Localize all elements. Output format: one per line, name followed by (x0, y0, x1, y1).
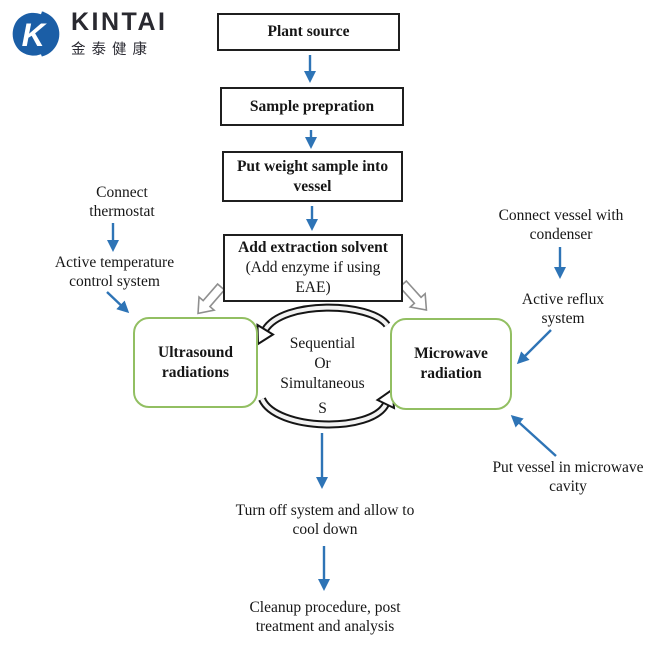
cycle-arc-top (261, 303, 391, 333)
node-add-solvent: Add extraction solvent (Add enzyme if us… (223, 234, 403, 302)
cycle-mode-line3: Simultaneous (280, 375, 365, 393)
brand-text-block: KINTAI 金泰健康 (71, 9, 167, 59)
node-add-solvent-main: Add extraction solvent (238, 238, 388, 256)
node-microwave-label: Microwave radiation (414, 345, 488, 382)
cycle-mode-line2: Or (314, 355, 331, 373)
cycle-mode-text: Sequential Or Simultaneous (262, 334, 383, 394)
annotation-active-temperature: Active temperature control system (54, 254, 175, 291)
node-sample-preparation-label: Sample prepration (249, 97, 375, 115)
node-ultrasound-label: Ultrasound radiations (158, 343, 233, 381)
arrow-activetemp-to-ultrasound (106, 291, 130, 314)
node-plant-source-label: Plant source (267, 23, 350, 41)
cycle-arc-top-inner (263, 305, 389, 332)
node-sample-preparation: Sample prepration (220, 87, 404, 126)
node-put-weight-sample-label: Put weight sample into vessel (236, 157, 389, 195)
annotation-connect-thermostat: Connect thermostat (89, 184, 155, 221)
node-microwave: Microwave radiation (390, 318, 512, 410)
cycle-mode-footnote: S (318, 400, 327, 417)
cycle-mode-line1: Sequential (289, 335, 356, 352)
svg-text:K: K (22, 17, 48, 53)
kintai-k-circle-icon: K (9, 9, 60, 59)
step-turn-off: Turn off system and allow to cool down (235, 502, 415, 539)
annotation-active-reflux: Active reflux system (521, 291, 605, 328)
step-cleanup: Cleanup procedure, post treatment and an… (249, 599, 401, 636)
hollow-arrow-to-ultrasound (197, 282, 226, 315)
annotation-connect-vessel: Connect vessel with condenser (498, 207, 624, 244)
node-plant-source: Plant source (217, 13, 400, 51)
annotation-put-vessel: Put vessel in microwave cavity (492, 459, 644, 496)
node-add-solvent-note: (Add enzyme if using EAE) (245, 258, 381, 297)
brand-name: KINTAI (71, 7, 168, 36)
node-ultrasound: Ultrasound radiations (133, 317, 258, 408)
cycle-arrows (256, 303, 396, 429)
arrow-reflux-to-microwave (516, 329, 552, 365)
arrow-cavity-to-microwave (510, 414, 557, 457)
brand-subtitle: 金泰健康 (71, 42, 153, 59)
node-put-weight-sample: Put weight sample into vessel (222, 151, 403, 202)
brand-logo: K KINTAI 金泰健康 (8, 6, 167, 62)
cycle-arc-bottom-inner (260, 397, 388, 427)
